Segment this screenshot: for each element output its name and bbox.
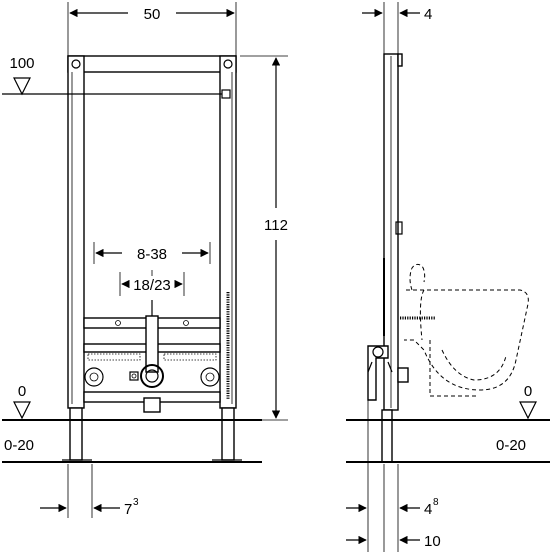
level-0-label: 0 [18, 383, 26, 400]
offset-exp-label: 3 [133, 497, 139, 508]
height-label: 112 [264, 217, 288, 234]
side-frame [367, 53, 436, 463]
spacing-inner-label: 18/23 [133, 277, 171, 294]
floor-range-label: 0-20 [4, 437, 34, 454]
side-view: 4 0 [346, 2, 550, 552]
depth-label: 4 [424, 6, 432, 23]
width-dimension: 50 [67, 2, 237, 60]
depth-dimension: 4 [362, 2, 432, 54]
width-label: 50 [144, 6, 161, 23]
level-0-marker: 0 [2, 383, 262, 421]
side-level-0-marker: 0 [346, 383, 550, 421]
level-100-label: 100 [9, 55, 34, 72]
offset-dimension: 7 3 [40, 464, 139, 518]
side-level-0-label: 0 [524, 383, 532, 400]
bidet-outline [404, 263, 529, 397]
side-offset-exp-label: 8 [433, 497, 439, 508]
total-depth-dimension: 10 [346, 533, 441, 550]
offset-base-label: 7 [124, 501, 132, 518]
side-floor-range-label: 0-20 [496, 437, 526, 454]
spacing-dimensions: 8-38 18/23 [93, 242, 211, 296]
spacing-outer-label: 8-38 [137, 246, 167, 263]
side-offset-dimension: 4 8 [346, 497, 439, 518]
total-depth-label: 10 [424, 533, 441, 550]
side-offset-base-label: 4 [424, 501, 432, 518]
level-100-marker: 100 [2, 55, 222, 96]
height-dimension: 112 [240, 55, 288, 421]
front-view: 50 [2, 2, 288, 518]
